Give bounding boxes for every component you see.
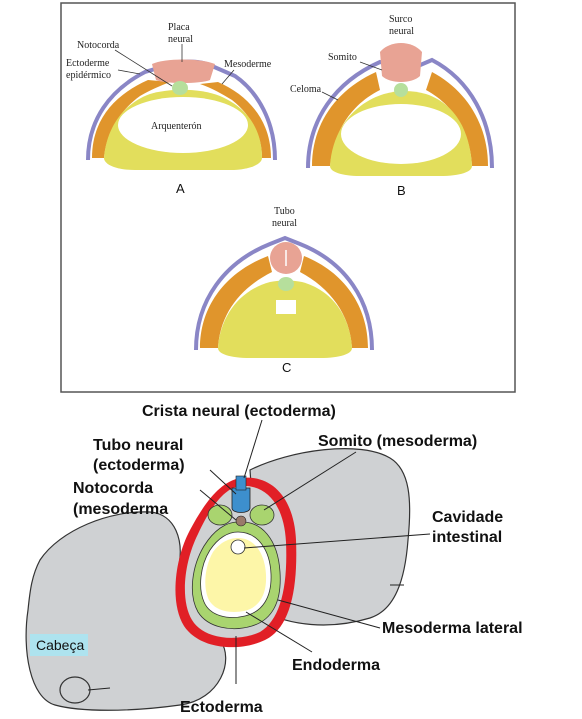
notochord-section — [236, 516, 246, 526]
label-ectoderme-1: Ectoderme — [66, 58, 110, 69]
label-arquenteron: Arquenterón — [151, 121, 202, 132]
label-notocorda-1: Notocorda — [73, 480, 153, 497]
label-tubo-neural-1: Tubo neural — [93, 437, 183, 454]
label-cavidade-2: intestinal — [432, 529, 502, 546]
label-somito-b: Somito — [328, 52, 357, 63]
notochord-a — [172, 81, 188, 95]
label-cabeca: Cabeça — [36, 637, 84, 653]
label-celoma: Celoma — [290, 84, 322, 95]
label-crista-neural: Crista neural (ectoderma) — [142, 403, 336, 420]
gut-cavity — [231, 540, 245, 554]
label-mesoderma-lateral: Mesoderma lateral — [382, 620, 523, 637]
label-placa-1: Placa — [168, 22, 190, 33]
neural-crest — [236, 476, 246, 490]
archenteron-c — [276, 300, 296, 314]
label-notocorda-2: (mesoderma — [73, 501, 168, 518]
label-endoderma: Endoderma — [292, 657, 380, 674]
neural-groove-b — [380, 43, 422, 82]
label-tubo-2: neural — [272, 218, 297, 229]
notochord-b — [394, 83, 408, 97]
somite-left — [208, 505, 232, 525]
label-tubo-neural-2: (ectoderma) — [93, 457, 185, 474]
label-surco-1: Surco — [389, 14, 412, 25]
notochord-c — [278, 277, 294, 291]
label-placa-2: neural — [168, 34, 193, 45]
label-somito: Somito (mesoderma) — [318, 433, 477, 450]
label-notocorda-a: Notocorda — [77, 40, 120, 51]
embryo-3d: Crista neural (ectoderma) Tubo neural (e… — [26, 403, 522, 716]
label-ectoderma: Ectoderma — [180, 699, 263, 716]
label-section-a: A — [176, 181, 185, 196]
label-section-b: B — [397, 183, 406, 198]
label-surco-2: neural — [389, 26, 414, 37]
label-ectoderme-2: epidérmico — [66, 70, 111, 81]
archenteron-b — [341, 104, 461, 164]
label-tubo-1: Tubo — [274, 206, 295, 217]
neural-tube-section — [232, 488, 250, 513]
label-section-c: C — [282, 360, 291, 375]
somite-right — [250, 505, 274, 525]
label-mesoderme: Mesoderme — [224, 59, 272, 70]
label-cavidade-1: Cavidade — [432, 509, 503, 526]
